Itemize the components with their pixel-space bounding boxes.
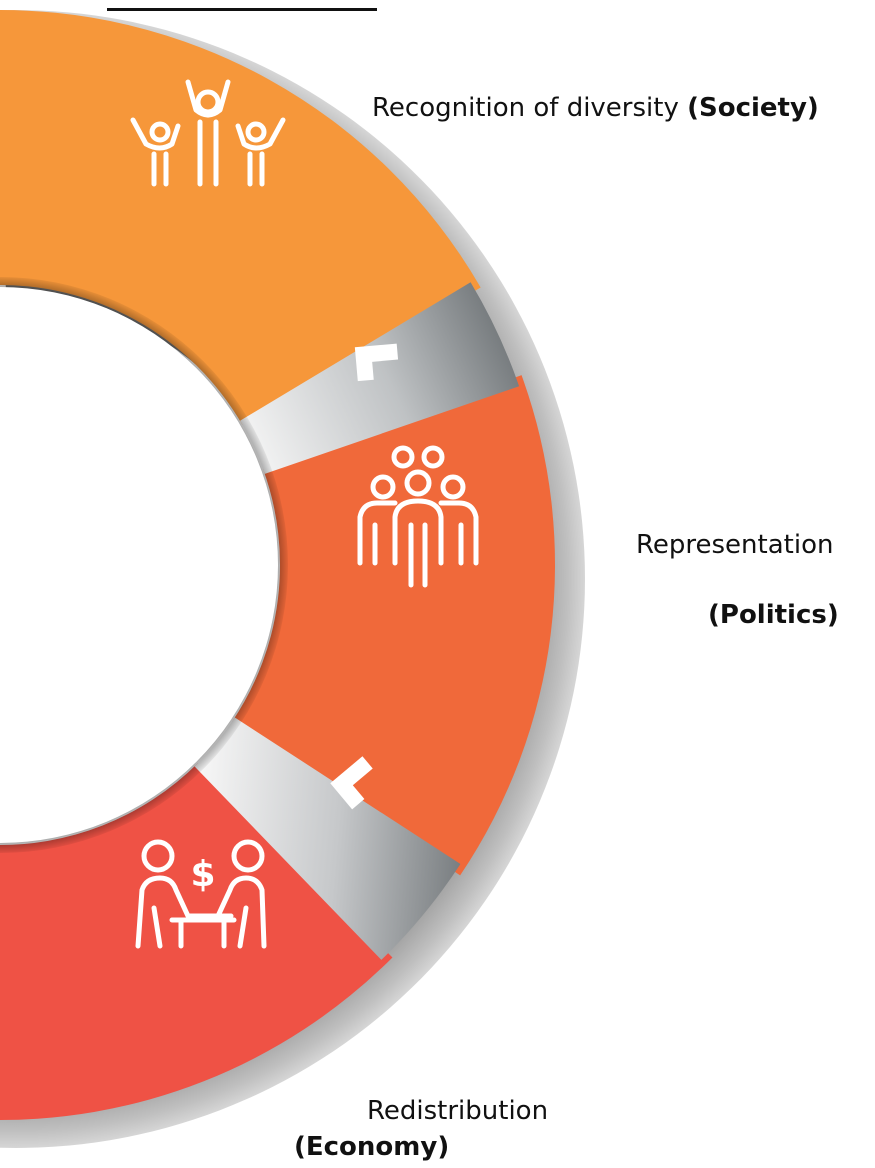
ring-segment-society xyxy=(0,10,481,425)
inner-hole xyxy=(0,287,278,843)
chevron-arrows xyxy=(330,343,399,810)
ring-connector-2 xyxy=(194,717,461,960)
economy-label: Redistribution xyxy=(367,1096,549,1126)
politics-label: Representation xyxy=(636,530,834,560)
ring-connectors xyxy=(194,282,520,960)
chevron-arrow-icon xyxy=(330,756,373,810)
svg-text:$: $ xyxy=(190,854,215,895)
people-celebrating-icon xyxy=(130,79,286,187)
chevron-shape xyxy=(354,343,399,382)
inner-hole-shading xyxy=(0,277,288,853)
economy-category: (Economy) xyxy=(294,1132,450,1162)
society-label: Recognition of diversity xyxy=(372,93,679,123)
money-exchange-icon: $ xyxy=(135,839,267,949)
society-label-row: Recognition of diversity (Society) xyxy=(372,95,819,121)
top-divider-line xyxy=(107,8,377,11)
society-category: (Society) xyxy=(687,93,819,123)
chevron-arrow-icon xyxy=(354,343,399,382)
group-of-people-icon xyxy=(357,445,479,588)
ring-segment-politics xyxy=(232,375,555,876)
chevron-shape xyxy=(330,756,373,810)
ring-segment-economy xyxy=(0,762,393,1120)
ring-connector-1 xyxy=(240,282,520,474)
ring-segments xyxy=(0,10,555,1120)
politics-category: (Politics) xyxy=(708,600,839,630)
